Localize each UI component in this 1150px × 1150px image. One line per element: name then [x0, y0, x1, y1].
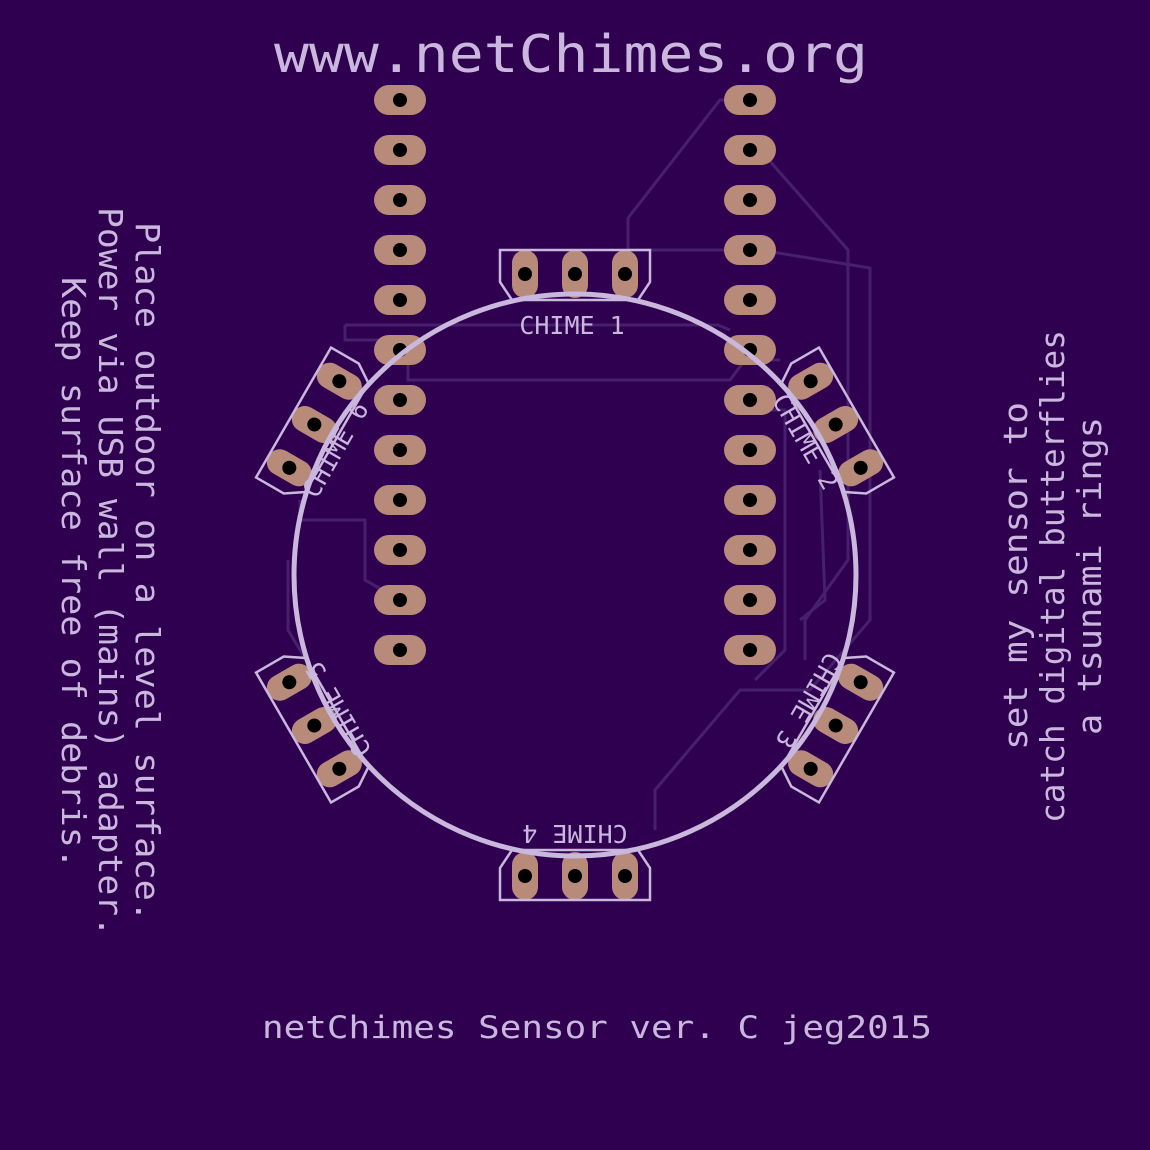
chime-1-pads — [512, 250, 638, 298]
chime-pad-drill — [618, 267, 632, 281]
header-right-pad-drill — [743, 243, 757, 257]
chime-6-outline — [254, 345, 370, 495]
chime-pad-drill — [568, 869, 582, 883]
chime-pad-drill — [828, 417, 843, 432]
header-right-pad-drill — [743, 143, 757, 157]
chime-4-outline — [498, 848, 652, 902]
website-url: www.netChimes.org — [274, 25, 868, 85]
tagline-line-2: catch digital butterflies — [1033, 330, 1072, 823]
chime-pad-drill — [828, 718, 843, 733]
header-right-pad-drill — [743, 93, 757, 107]
header-right-pad-drill — [743, 593, 757, 607]
header-left-pad-drill — [393, 543, 407, 557]
header-right-pad-drill — [743, 193, 757, 207]
instructions-block: Place outdoor on a level surface. Power … — [54, 207, 167, 937]
header-right-pad-drill — [743, 443, 757, 457]
chime-pad-drill — [568, 267, 582, 281]
chime-pad-drill — [518, 267, 532, 281]
chime-1-label: CHIME 1 — [519, 311, 624, 340]
chime-pad-drill — [618, 869, 632, 883]
header-left-pad-drill — [393, 93, 407, 107]
chime-4-label: CHIME 4 — [522, 819, 627, 848]
header-left-pad-drill — [393, 643, 407, 657]
chime-1-outline — [498, 248, 652, 302]
chime-6-pads — [266, 362, 362, 487]
tagline-line-3: a tsunami rings — [1070, 417, 1109, 735]
header-left-pad-drill — [393, 593, 407, 607]
header-left-pad-drill — [393, 443, 407, 457]
chime-pad-drill — [332, 374, 347, 389]
chime-pad-drill — [282, 675, 297, 690]
chime-2-outline — [780, 345, 896, 495]
chime-pad-drill — [307, 417, 322, 432]
sensor-ring — [291, 291, 859, 859]
chime-pad-drill — [332, 761, 347, 776]
chime-4-pads — [512, 852, 638, 900]
chime-3-pads — [788, 663, 884, 788]
instructions-line-3: Keep surface free of debris. — [54, 277, 93, 869]
chime-pad-drill — [803, 374, 818, 389]
header-left-pad-drill — [393, 393, 407, 407]
instructions-line-2: Power via USB wall (mains) adapter. — [91, 207, 130, 937]
header-right-pad-drill — [743, 393, 757, 407]
chime-pad-drill — [282, 460, 297, 475]
chime-pad-drill — [307, 718, 322, 733]
header-right-pad-drill — [743, 543, 757, 557]
chime-pad-drill — [853, 675, 868, 690]
pad-layer — [266, 85, 884, 900]
header-right-pad-drill — [743, 643, 757, 657]
header-left-pad-drill — [393, 493, 407, 507]
chime-5-pads — [266, 663, 362, 788]
instructions-line-1: Place outdoor on a level surface. — [128, 222, 167, 922]
tagline-line-1: set my sensor to — [996, 402, 1035, 750]
header-right-pad-drill — [743, 493, 757, 507]
header-left-pad-drill — [393, 243, 407, 257]
chime-2-pads — [788, 362, 884, 487]
version-label: netChimes Sensor ver. C jeg2015 — [262, 1010, 932, 1046]
header-left-pad-drill — [393, 143, 407, 157]
header-left-pad-drill — [393, 293, 407, 307]
connector-outlines — [254, 248, 896, 902]
chime-pad-drill — [853, 460, 868, 475]
header-left-pad-drill — [393, 193, 407, 207]
chime-5-outline — [254, 655, 370, 805]
chime-pad-drill — [518, 869, 532, 883]
chime-pad-drill — [803, 761, 818, 776]
chime-3-outline — [780, 655, 896, 805]
header-right-pad-drill — [743, 293, 757, 307]
tagline-block: set my sensor to catch digital butterfli… — [996, 330, 1109, 823]
